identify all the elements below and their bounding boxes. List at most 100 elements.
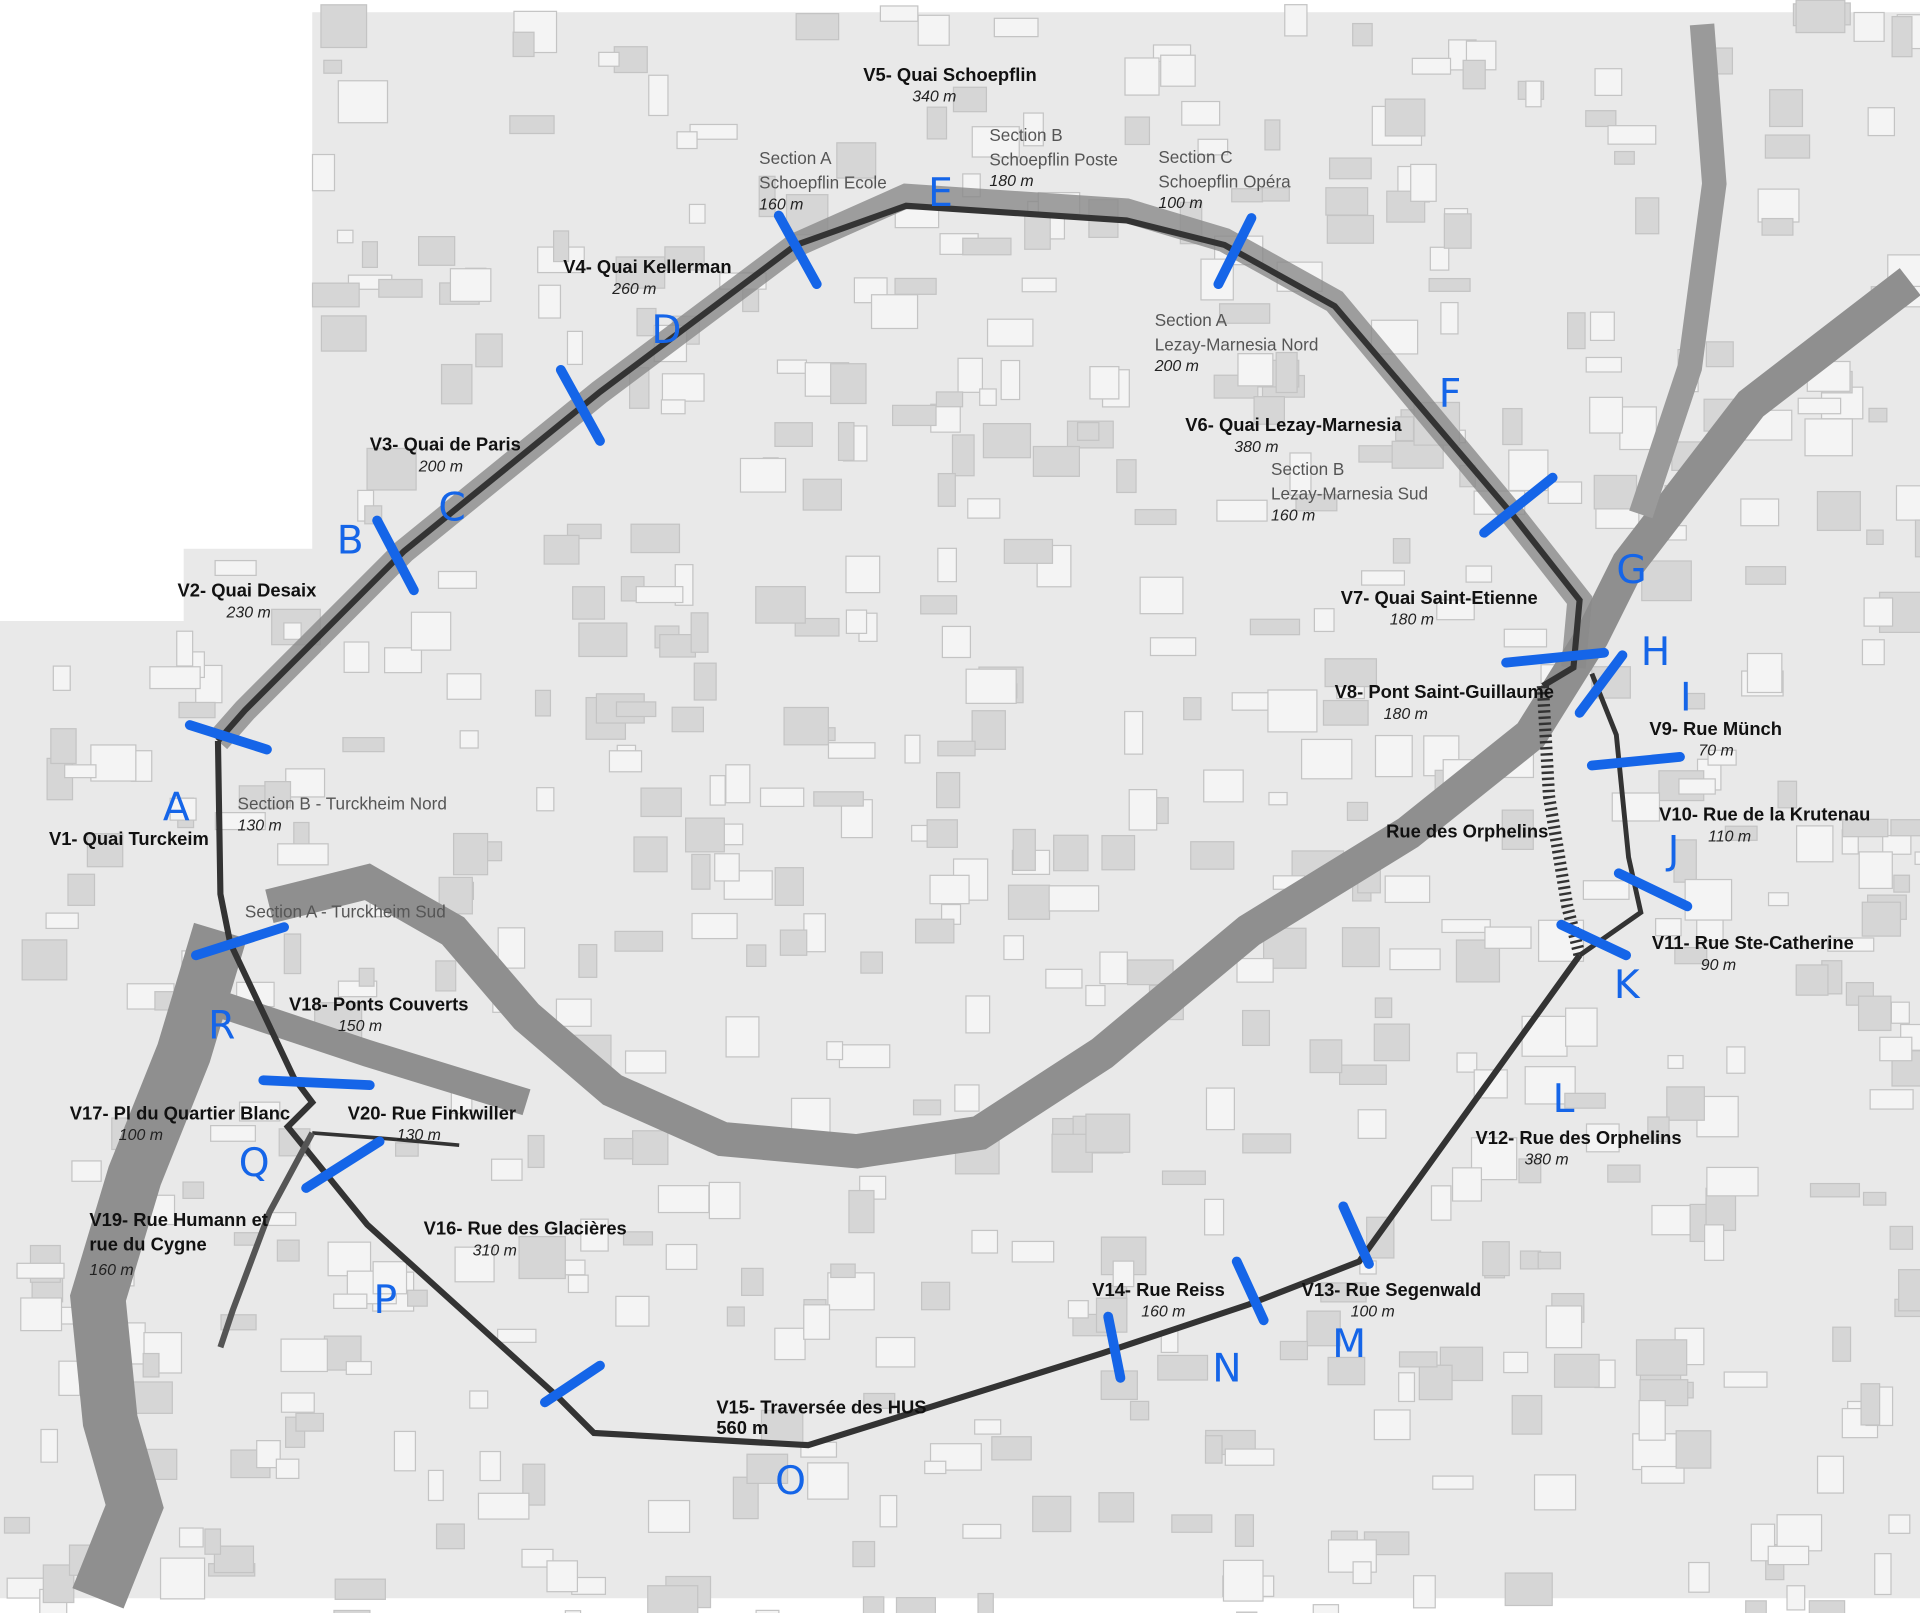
city-block bbox=[957, 357, 984, 393]
street-length: 230 m bbox=[226, 604, 271, 621]
city-block bbox=[1518, 1158, 1542, 1184]
city-block bbox=[936, 771, 961, 809]
city-block bbox=[693, 662, 717, 701]
city-block bbox=[1874, 1553, 1892, 1596]
city-block bbox=[1795, 964, 1829, 996]
city-block bbox=[636, 307, 657, 337]
city-block bbox=[1502, 407, 1523, 446]
city-block bbox=[182, 1181, 205, 1199]
section-marker bbox=[1479, 472, 1558, 538]
city-block bbox=[280, 1392, 315, 1413]
section-marker bbox=[191, 922, 289, 961]
city-block bbox=[393, 1430, 417, 1472]
city-block bbox=[1391, 440, 1444, 469]
city-block bbox=[1525, 80, 1542, 108]
city-block bbox=[1112, 1260, 1135, 1288]
city-block bbox=[1249, 618, 1301, 636]
city-block bbox=[446, 673, 482, 700]
city-block bbox=[214, 811, 266, 831]
section-name: Section A - Turckheim Sud bbox=[245, 901, 446, 921]
city-block bbox=[407, 1289, 428, 1307]
section-letter-j: J bbox=[1665, 828, 1680, 873]
city-block bbox=[50, 728, 77, 765]
city-block bbox=[1322, 699, 1369, 726]
city-block bbox=[1451, 1167, 1483, 1202]
city-block bbox=[1024, 214, 1051, 250]
city-block bbox=[640, 787, 682, 818]
river-ill-outer bbox=[265, 268, 1920, 1169]
city-block bbox=[578, 943, 598, 978]
city-block bbox=[860, 951, 884, 974]
city-block bbox=[1455, 939, 1501, 983]
city-block bbox=[993, 17, 1039, 38]
city-block bbox=[1827, 937, 1875, 952]
city-block bbox=[676, 131, 698, 150]
city-block bbox=[635, 586, 684, 604]
street-name: V20- Rue Finkwiller bbox=[348, 1102, 516, 1123]
city-block bbox=[6, 1577, 46, 1599]
city-block bbox=[1703, 1224, 1725, 1261]
section-subname: Lezay-Marnesia Nord bbox=[1155, 334, 1319, 354]
city-block bbox=[1890, 1001, 1910, 1024]
city-block bbox=[848, 1189, 875, 1234]
city-block bbox=[169, 797, 197, 821]
street-name: V11- Rue Ste-Catherine bbox=[1652, 932, 1854, 953]
city-block bbox=[1795, 0, 1846, 34]
section-name: Section A bbox=[759, 148, 832, 168]
city-block bbox=[1861, 639, 1885, 666]
city-block bbox=[276, 1239, 300, 1262]
section-marker bbox=[258, 1075, 375, 1091]
city-block bbox=[1432, 1475, 1474, 1490]
city-block bbox=[1808, 1600, 1846, 1613]
street-name: V12- Rue des Orphelins bbox=[1476, 1127, 1682, 1148]
city-block bbox=[1565, 1007, 1598, 1047]
city-block bbox=[334, 1578, 386, 1600]
city-block bbox=[264, 781, 292, 809]
city-block bbox=[1373, 1409, 1411, 1441]
city-block bbox=[657, 1185, 710, 1214]
section-letter-c: C bbox=[438, 486, 465, 531]
city-block bbox=[1537, 1251, 1562, 1270]
street-length: 90 m bbox=[1701, 957, 1736, 974]
city-block bbox=[894, 277, 937, 295]
city-block bbox=[755, 1609, 780, 1613]
city-block bbox=[1898, 1269, 1920, 1312]
city-block bbox=[1888, 1514, 1911, 1534]
city-block bbox=[1895, 485, 1920, 521]
city-block bbox=[971, 1229, 999, 1254]
section-marker bbox=[1574, 650, 1628, 718]
street-name: V14- Rue Reiss bbox=[1092, 1279, 1225, 1300]
city-block bbox=[1890, 819, 1920, 837]
city-block bbox=[343, 641, 370, 673]
city-block bbox=[378, 278, 423, 298]
city-block bbox=[1003, 935, 1025, 961]
city-block bbox=[1853, 11, 1885, 42]
city-block bbox=[1675, 1430, 1712, 1469]
city-block bbox=[1641, 1465, 1685, 1484]
city-block bbox=[685, 817, 725, 853]
city-block bbox=[1761, 217, 1794, 236]
city-block bbox=[1462, 59, 1486, 90]
street-length: 160 m bbox=[89, 1262, 133, 1279]
street-length: 100 m bbox=[1351, 1304, 1395, 1321]
section-marker bbox=[555, 364, 605, 446]
section-letter-h: H bbox=[1641, 630, 1670, 675]
street-length: 100 m bbox=[119, 1127, 163, 1144]
city-block bbox=[1582, 880, 1630, 900]
city-block bbox=[1786, 1585, 1806, 1611]
city-block bbox=[1197, 138, 1229, 156]
section-name: Section B bbox=[1271, 459, 1344, 479]
section-length: 180 m bbox=[989, 173, 1033, 190]
city-block bbox=[1412, 1575, 1436, 1609]
city-block bbox=[758, 175, 776, 218]
street-length: 160 m bbox=[1141, 1304, 1185, 1321]
city-block bbox=[149, 666, 201, 690]
street-length: 180 m bbox=[1390, 612, 1434, 629]
city-block bbox=[497, 1328, 537, 1343]
city-block bbox=[1327, 1356, 1366, 1386]
